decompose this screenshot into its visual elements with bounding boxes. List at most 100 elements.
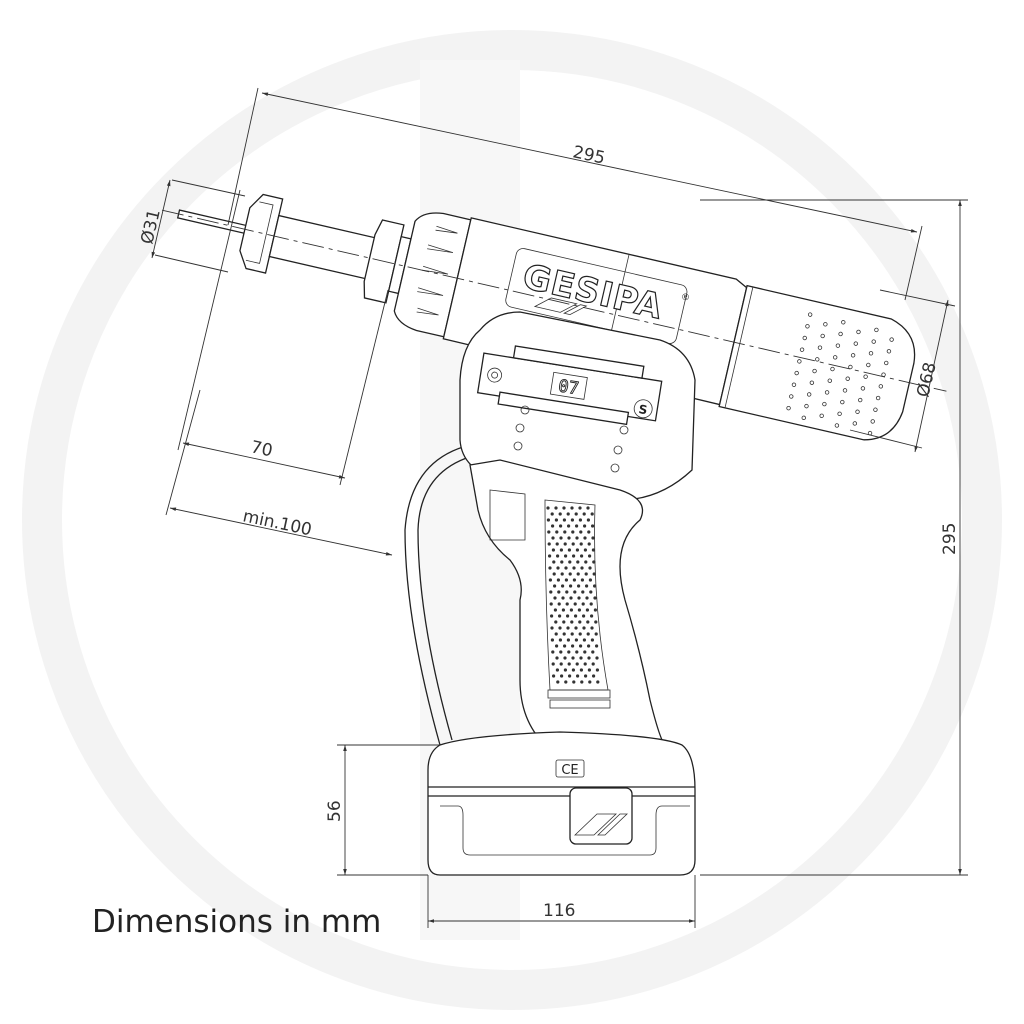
grip-dot bbox=[591, 548, 596, 552]
battery-pack: CE bbox=[427, 731, 696, 876]
grip-dot bbox=[563, 656, 567, 660]
vent-hole bbox=[868, 351, 874, 356]
grip-dot bbox=[586, 518, 591, 522]
grip-dot bbox=[565, 590, 569, 594]
grip-dot bbox=[590, 626, 594, 630]
grip-dot bbox=[567, 536, 571, 540]
vent-hole bbox=[834, 423, 840, 428]
counter-display: 07 S bbox=[476, 345, 663, 426]
grip-dot bbox=[571, 668, 576, 672]
grip-dot bbox=[556, 578, 561, 582]
vent-hole bbox=[856, 329, 861, 335]
grip-dot bbox=[589, 602, 593, 606]
vent-hole bbox=[791, 382, 797, 387]
grip-dot bbox=[557, 590, 561, 594]
grip-dot bbox=[548, 554, 552, 558]
grip-dot bbox=[548, 578, 553, 582]
grip-dot bbox=[563, 644, 567, 648]
grip-dot bbox=[579, 542, 583, 546]
grip-dot bbox=[587, 542, 591, 546]
grip-dot bbox=[573, 602, 577, 606]
grip-dot bbox=[555, 644, 559, 648]
grip-dot bbox=[588, 680, 592, 684]
vent-hole bbox=[805, 324, 810, 329]
grip-dot bbox=[562, 632, 566, 636]
grip-dot bbox=[572, 578, 577, 582]
grip-dot bbox=[547, 542, 551, 546]
grip-dot bbox=[550, 626, 554, 630]
vent-hole bbox=[806, 392, 812, 397]
grip-dot bbox=[593, 584, 597, 588]
vent-hole bbox=[878, 384, 884, 389]
grip-dot bbox=[548, 566, 552, 570]
grip-dot bbox=[583, 524, 587, 528]
grip-dot bbox=[577, 584, 581, 588]
grip-dot bbox=[583, 548, 588, 552]
grip-dot bbox=[552, 560, 556, 564]
counter-window bbox=[549, 371, 588, 400]
grip-dot bbox=[575, 548, 580, 552]
vent-hole bbox=[823, 322, 828, 327]
grip-dot bbox=[553, 596, 557, 600]
vent-hole bbox=[853, 341, 859, 346]
grip-dot bbox=[559, 548, 564, 552]
grip-dot bbox=[558, 614, 562, 618]
grip-dot bbox=[560, 572, 564, 576]
grip-dot bbox=[561, 608, 566, 612]
grip-dot bbox=[582, 626, 586, 630]
grip-dot bbox=[568, 560, 572, 564]
grip-dot bbox=[580, 578, 585, 582]
grip-dot bbox=[555, 542, 559, 546]
dim-clearance-min: min.100 bbox=[241, 506, 314, 540]
grip-dot bbox=[590, 614, 594, 618]
grip-dot bbox=[551, 662, 555, 666]
brand-logo-icon bbox=[533, 297, 588, 316]
grip-dot bbox=[592, 674, 596, 678]
grip-dot bbox=[555, 530, 559, 534]
dim-overall-height: 295 bbox=[940, 523, 960, 555]
grip-dot bbox=[594, 632, 598, 636]
grip-dot bbox=[566, 614, 570, 618]
vent-hole bbox=[822, 401, 827, 407]
vent-hole bbox=[855, 409, 860, 414]
vent-hole bbox=[830, 366, 835, 372]
grip-dot bbox=[550, 614, 554, 618]
vent-hole bbox=[801, 415, 806, 421]
grip-dot bbox=[550, 638, 555, 642]
grip-dot bbox=[588, 578, 593, 582]
grip-dot bbox=[581, 590, 585, 594]
dim-battery-width: 116 bbox=[543, 901, 575, 921]
grip-dot bbox=[556, 554, 560, 558]
vent-hole bbox=[838, 331, 843, 337]
grip-dot bbox=[579, 530, 583, 534]
grip-dot bbox=[561, 596, 565, 600]
vent-hole bbox=[871, 339, 876, 344]
grip-dot bbox=[566, 512, 570, 516]
grip-dot bbox=[567, 524, 571, 528]
grip-dot bbox=[585, 584, 589, 588]
tool-head: GESIPA ® bbox=[161, 193, 947, 441]
grip-dot bbox=[569, 584, 573, 588]
grip-dot bbox=[560, 674, 564, 678]
grip-dot bbox=[551, 548, 556, 552]
vent-hole bbox=[797, 359, 802, 364]
grip-dot bbox=[559, 650, 563, 654]
grip-dot bbox=[593, 608, 598, 612]
vent-hole bbox=[786, 405, 791, 411]
grip-dot bbox=[574, 638, 579, 642]
grip-dot bbox=[583, 662, 587, 666]
vent-hole bbox=[809, 380, 815, 385]
vent-hole bbox=[863, 374, 868, 379]
grip-dot bbox=[565, 602, 569, 606]
grip-dot bbox=[586, 620, 590, 624]
vent-hole bbox=[874, 327, 879, 333]
grip-dot bbox=[579, 644, 583, 648]
grip-dot bbox=[551, 524, 555, 528]
grip-dot bbox=[570, 506, 574, 510]
grip-dot bbox=[578, 518, 583, 522]
grip-dot bbox=[562, 506, 566, 510]
grip-dot bbox=[593, 596, 597, 600]
battery-release-latch bbox=[569, 787, 633, 845]
grip-dot bbox=[581, 602, 585, 606]
